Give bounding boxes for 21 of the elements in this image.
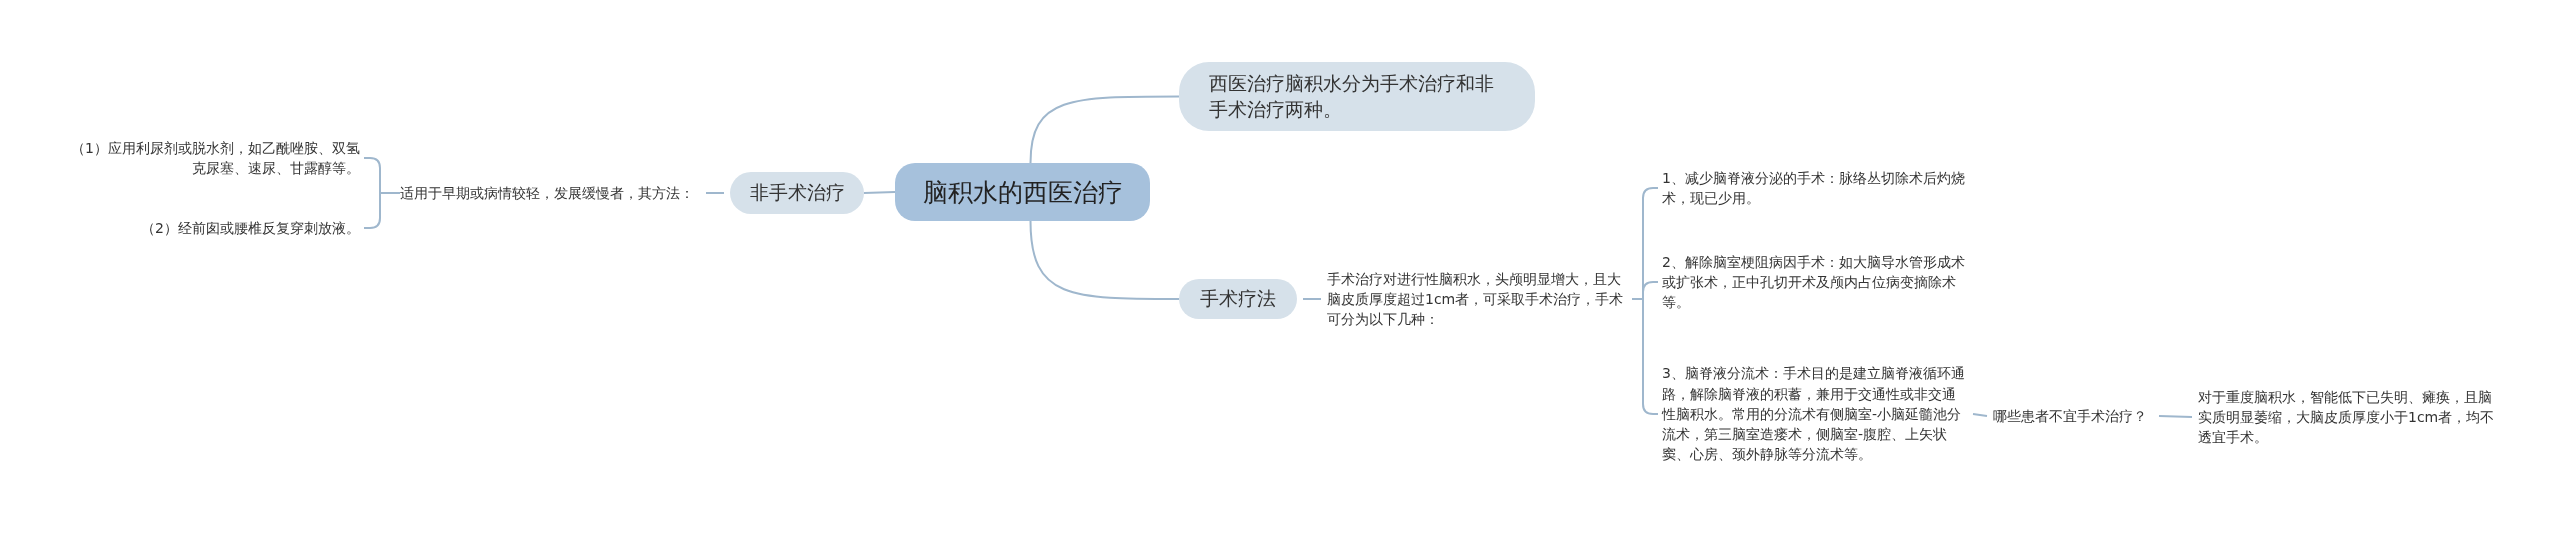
connector-line <box>1029 95 1180 164</box>
topic-text: （1）应用利尿剂或脱水剂，如乙酰唑胺、双氢克尿塞、速尿、甘露醇等。 <box>60 136 360 180</box>
central-topic: 脑积水的西医治疗 <box>895 163 1150 221</box>
topic-text: 2、解除脑室梗阻病因手术：如大脑导水管形成术或扩张术，正中孔切开术及颅内占位病变摘除术等。 <box>1662 250 1967 314</box>
connector-line <box>2158 415 2193 418</box>
connector-line <box>1972 413 1988 417</box>
topic-text: 哪些患者不宜手术治疗？ <box>1993 403 2153 429</box>
topic-bubble: 手术疗法 <box>1179 279 1297 319</box>
topic-text: 手术治疗对进行性脑积水，头颅明显增大，且大脑皮质厚度超过1cm者，可采取手术治疗，手术可分为以下几种： <box>1327 268 1632 330</box>
connector-line <box>863 191 896 194</box>
topic-text: 3、脑脊液分流术：手术目的是建立脑脊液循环通路，解除脑脊液的积蓄，兼用于交通性或非交通性脑积水。常用的分流术有侧脑室-小脑延髓池分流术，第三脑室造瘘术，侧脑室-腹腔、上矢状窦、心房、颈外静脉等分流术等。 <box>1662 352 1967 476</box>
topic-text: 1、减少脑脊液分泌的手术：脉络丛切除术后灼烧术，现已少用。 <box>1662 166 1967 210</box>
topic-bubble: 非手术治疗 <box>730 172 864 214</box>
connector-line <box>1029 220 1180 300</box>
topic-text: 适用于早期或病情较轻，发展缓慢者，其方法： <box>400 170 700 216</box>
connector-line <box>705 192 725 194</box>
topic-text: （2）经前囱或腰椎反复穿刺放液。 <box>140 215 360 241</box>
topic-text: 对于重度脑积水，智能低下已失明、瘫痪，且脑实质明显萎缩，大脑皮质厚度小于1cm者，均不透宜手术。 <box>2198 385 2503 449</box>
connector-line <box>363 192 401 229</box>
topic-bubble: 西医治疗脑积水分为手术治疗和非手术治疗两种。 <box>1179 62 1535 131</box>
connector-line <box>1302 298 1322 300</box>
